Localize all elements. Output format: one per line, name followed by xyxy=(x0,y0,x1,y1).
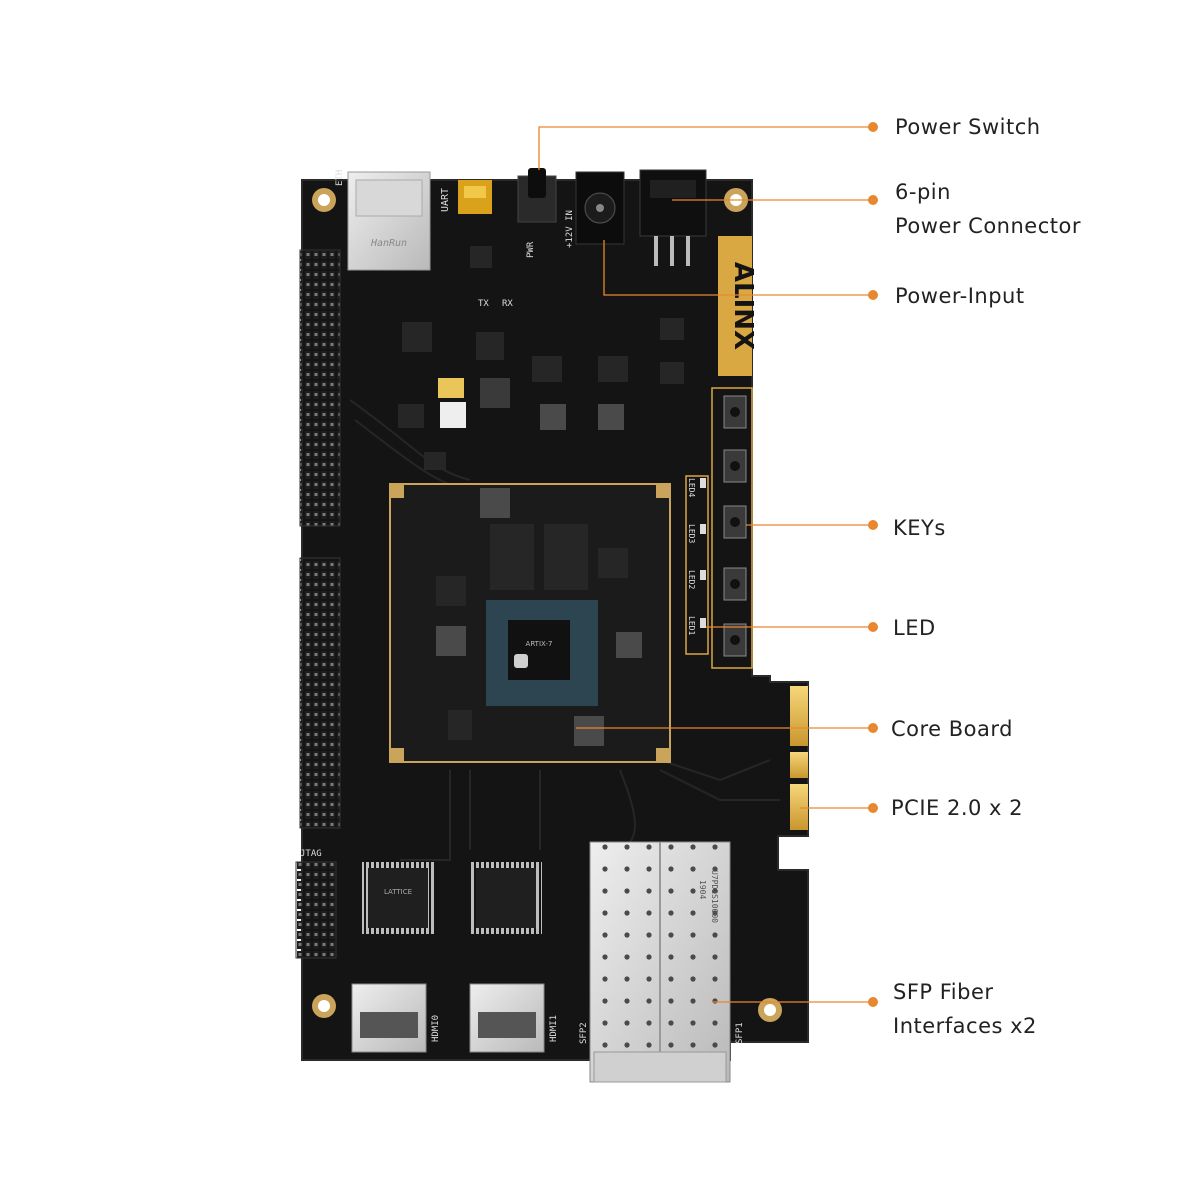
dot-led xyxy=(868,622,878,632)
dot-power-connector xyxy=(868,195,878,205)
callout-pcie: PCIE 2.0 x 2 xyxy=(891,791,1023,825)
dot-power-input xyxy=(868,290,878,300)
sfp-code: U7PD1S10000 xyxy=(710,870,719,923)
led2-silk: LED2 xyxy=(687,570,696,589)
callout-sfp: SFP Fiber Interfaces x2 xyxy=(893,975,1037,1043)
leds xyxy=(700,478,706,628)
hdmi0-silk: HDMI0 xyxy=(431,1015,441,1042)
fpga-marking: ARTIX-7 xyxy=(526,640,553,648)
callout-power-connector-line2: Power Connector xyxy=(895,214,1081,238)
uart-usb-port xyxy=(458,180,492,214)
expansion-header-2 xyxy=(299,557,341,829)
callout-power-input: Power-Input xyxy=(895,279,1025,313)
callout-sfp-line2: Interfaces x2 xyxy=(893,1014,1037,1038)
hdmi-ports xyxy=(351,983,545,1053)
sfp2-silk: SFP2 xyxy=(579,1022,589,1044)
led-region xyxy=(685,475,709,655)
mounting-holes xyxy=(312,188,782,1022)
jtag-silk: JTAG xyxy=(300,849,322,859)
pwr-silk: PWR xyxy=(526,241,536,258)
callout-leaders xyxy=(538,126,873,1003)
dot-power-switch xyxy=(868,122,878,132)
eth-silk: ETH xyxy=(335,170,345,186)
callout-power-connector-line1: 6-pin xyxy=(895,180,951,204)
callout-power-switch: Power Switch xyxy=(895,110,1041,144)
callout-keys: KEYs xyxy=(893,511,946,545)
qfp-chip xyxy=(470,862,542,934)
alinx-logo: ALINX xyxy=(718,236,758,376)
sfp-cage: U7PD1S10000 1904 xyxy=(589,841,731,1083)
dot-core-board xyxy=(868,723,878,733)
leader-power-switch xyxy=(538,126,873,170)
led3-silk: LED3 xyxy=(687,524,696,543)
callout-keys-text: KEYs xyxy=(893,516,946,540)
pcie-gold-fingers xyxy=(790,686,808,830)
jtag-header xyxy=(295,861,337,959)
keys-region xyxy=(711,387,753,669)
hdmi1-silk: HDMI1 xyxy=(549,1015,559,1042)
tx-silk: TX xyxy=(478,299,489,309)
hanrun-mark: HanRun xyxy=(370,238,407,249)
alinx-logo-text: ALINX xyxy=(728,262,758,350)
sfp-date: 1904 xyxy=(698,880,707,899)
uart-silk: UART xyxy=(440,188,451,212)
ethernet-jack: HanRun xyxy=(347,171,431,271)
dc-power-jack xyxy=(575,171,625,245)
callout-led-text: LED xyxy=(893,616,936,640)
callout-led: LED xyxy=(893,611,936,645)
rx-silk: RX xyxy=(502,299,513,309)
dc-in-silk: +12V IN xyxy=(565,210,575,248)
dot-keys xyxy=(868,520,878,530)
callout-dots xyxy=(868,122,878,1007)
sfp1-silk: SFP1 xyxy=(735,1022,745,1044)
lattice-marking: LATTICE xyxy=(384,888,412,896)
expansion-header-1 xyxy=(299,249,341,527)
callout-power-switch-text: Power Switch xyxy=(895,115,1041,139)
callout-power-input-text: Power-Input xyxy=(895,284,1025,308)
callout-pcie-text: PCIE 2.0 x 2 xyxy=(891,796,1023,820)
upper-components xyxy=(398,246,684,470)
power-switch xyxy=(517,168,557,223)
callout-core-board: Core Board xyxy=(891,712,1013,746)
core-board: ARTIX-7 xyxy=(389,483,671,763)
callout-sfp-line1: SFP Fiber xyxy=(893,980,994,1004)
leader-power-input xyxy=(603,240,873,296)
dot-pcie xyxy=(868,803,878,813)
dot-sfp xyxy=(868,997,878,1007)
push-keys xyxy=(723,395,747,657)
six-pin-power-connector xyxy=(639,169,707,266)
lattice-chip: LATTICE xyxy=(362,862,434,934)
callout-power-connector: 6-pin Power Connector xyxy=(895,175,1081,243)
led4-silk: LED4 xyxy=(687,478,696,497)
callout-core-board-text: Core Board xyxy=(891,717,1013,741)
led1-silk: LED1 xyxy=(687,616,696,635)
